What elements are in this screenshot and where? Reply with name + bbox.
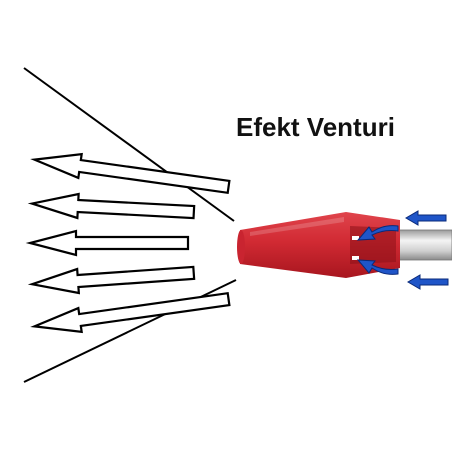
spray-arrow-icon	[30, 291, 231, 334]
air-arrow-icon	[356, 225, 399, 241]
air-arrow-icon	[356, 259, 399, 275]
air-arrow-icon	[407, 274, 449, 290]
air-arrow-icon	[405, 210, 447, 226]
metal-tube	[395, 229, 452, 261]
spray-arrow-icon	[25, 229, 190, 257]
spray-cone-top-line	[23, 67, 235, 222]
spray-cone-bottom-line	[23, 279, 237, 383]
spray-arrow-icon	[30, 152, 231, 195]
spray-arrow-icon	[27, 192, 196, 220]
diagram-title: Efekt Venturi	[236, 112, 395, 142]
spray-arrow-icon	[27, 265, 196, 295]
